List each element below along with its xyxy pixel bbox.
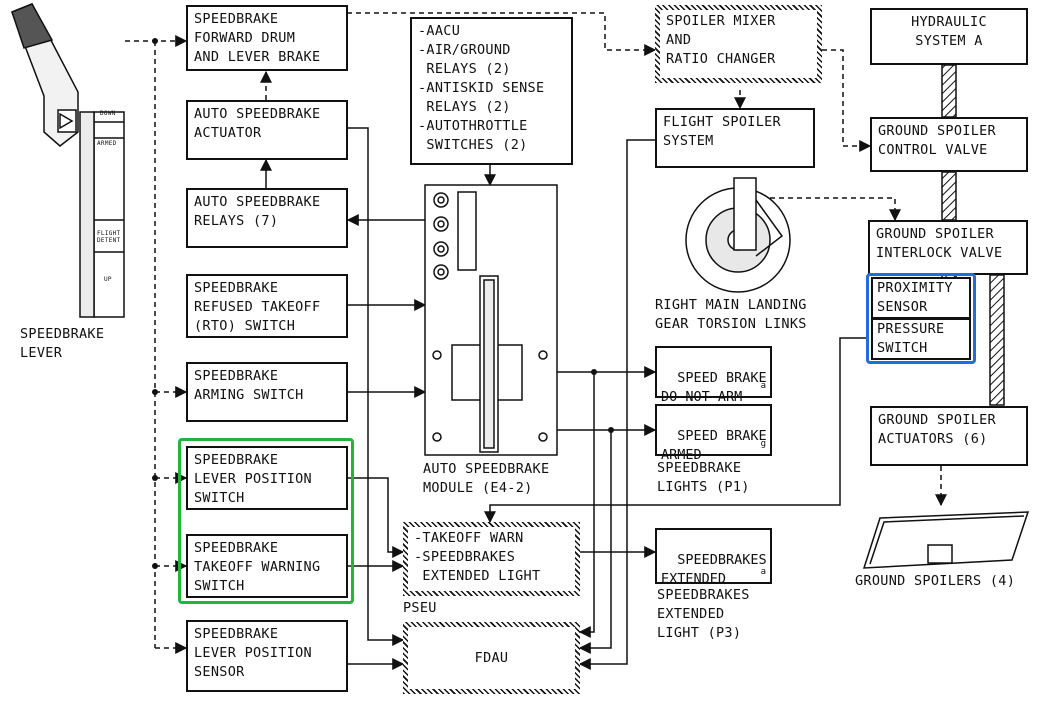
- fdau-label: FDAU: [474, 649, 509, 666]
- armed-color-code: g: [760, 439, 766, 449]
- auto-speedbrake-module: [424, 184, 558, 456]
- auto-speedbrake-actuator-box: AUTO SPEEDBRAKE ACTUATOR: [186, 100, 348, 160]
- ground-spoiler-control-valve-box: GROUND SPOILER CONTROL VALVE: [870, 117, 1028, 172]
- pressure-switch-box: PRESSURE SWITCH: [871, 318, 971, 360]
- lever-armed-label: ARMED: [97, 140, 117, 147]
- fdau-box: FDAU: [403, 622, 580, 694]
- auto-speedbrake-relays-box: AUTO SPEEDBRAKE RELAYS (7): [186, 188, 348, 248]
- pseu-label: PSEU: [403, 600, 437, 616]
- extended-light: SPEEDBRAKES EXTENDED a: [655, 528, 772, 587]
- blue-highlight-frame: [866, 273, 976, 364]
- aacu-list-box: -AACU -AIR/GROUND RELAYS (2) -ANTISKID S…: [410, 17, 573, 165]
- forward-drum-box: SPEEDBRAKE FORWARD DRUM AND LEVER BRAKE: [186, 5, 348, 71]
- do-not-arm-text: SPEED BRAKE DO NOT ARM: [661, 370, 767, 405]
- arming-switch-box: SPEEDBRAKE ARMING SWITCH: [186, 362, 348, 422]
- extended-light-label: SPEEDBRAKES EXTENDED LIGHT (P3): [657, 587, 750, 641]
- lever-position-switch-box: SPEEDBRAKE LEVER POSITION SWITCH: [186, 446, 348, 510]
- lever-down-label: DOWN: [100, 110, 116, 117]
- armed-light: SPEED BRAKE ARMED g: [655, 404, 772, 463]
- flight-spoiler-system-box: FLIGHT SPOILER SYSTEM: [655, 108, 815, 168]
- signal-lines: [260, 127, 866, 670]
- extended-text: SPEEDBRAKES EXTENDED: [661, 552, 767, 587]
- extended-color-code: a: [760, 567, 766, 577]
- pseu-box: -TAKEOFF WARN -SPEEDBRAKES EXTENDED LIGH…: [403, 522, 580, 596]
- speedbrake-lever-label: SPEEDBRAKE LEVER: [20, 326, 105, 361]
- auto-module-label: AUTO SPEEDBRAKE MODULE (E4-2): [423, 461, 550, 496]
- takeoff-warning-switch-box: SPEEDBRAKE TAKEOFF WARNING SWITCH: [186, 534, 348, 598]
- lever-position-sensor-box: SPEEDBRAKE LEVER POSITION SENSOR: [186, 620, 348, 692]
- gear-torsion-links-graphic: [685, 177, 791, 293]
- spoiler-mixer-box: SPOILER MIXER AND RATIO CHANGER: [655, 5, 822, 83]
- ground-spoilers-label: GROUND SPOILERS (4): [855, 573, 1016, 589]
- armed-text: SPEED BRAKE ARMED: [661, 428, 767, 463]
- ground-spoilers-graphic: [862, 511, 1030, 569]
- speedbrake-lever-graphic: [11, 3, 125, 318]
- lever-flight-detent-label: FLIGHT DETENT: [97, 230, 121, 244]
- hydraulic-system-a-box: HYDRAULIC SYSTEM A: [870, 8, 1028, 65]
- ground-spoiler-actuators-box: GROUND SPOILER ACTUATORS (6): [870, 406, 1028, 466]
- green-highlight-frame: [178, 438, 354, 604]
- proximity-sensor-box: PROXIMITY SENSOR: [871, 277, 971, 319]
- ground-spoiler-interlock-valve-box: GROUND SPOILER INTERLOCK VALVE: [868, 220, 1028, 275]
- rto-switch-box: SPEEDBRAKE REFUSED TAKEOFF (RTO) SWITCH: [186, 274, 348, 338]
- torsion-links-label: RIGHT MAIN LANDING GEAR TORSION LINKS: [655, 297, 807, 332]
- lever-up-label: UP: [104, 276, 112, 283]
- speedbrake-lights-label: SPEEDBRAKE LIGHTS (P1): [657, 460, 750, 495]
- do-not-arm-light: SPEED BRAKE DO NOT ARM a: [655, 346, 772, 405]
- do-not-arm-color-code: a: [760, 381, 766, 391]
